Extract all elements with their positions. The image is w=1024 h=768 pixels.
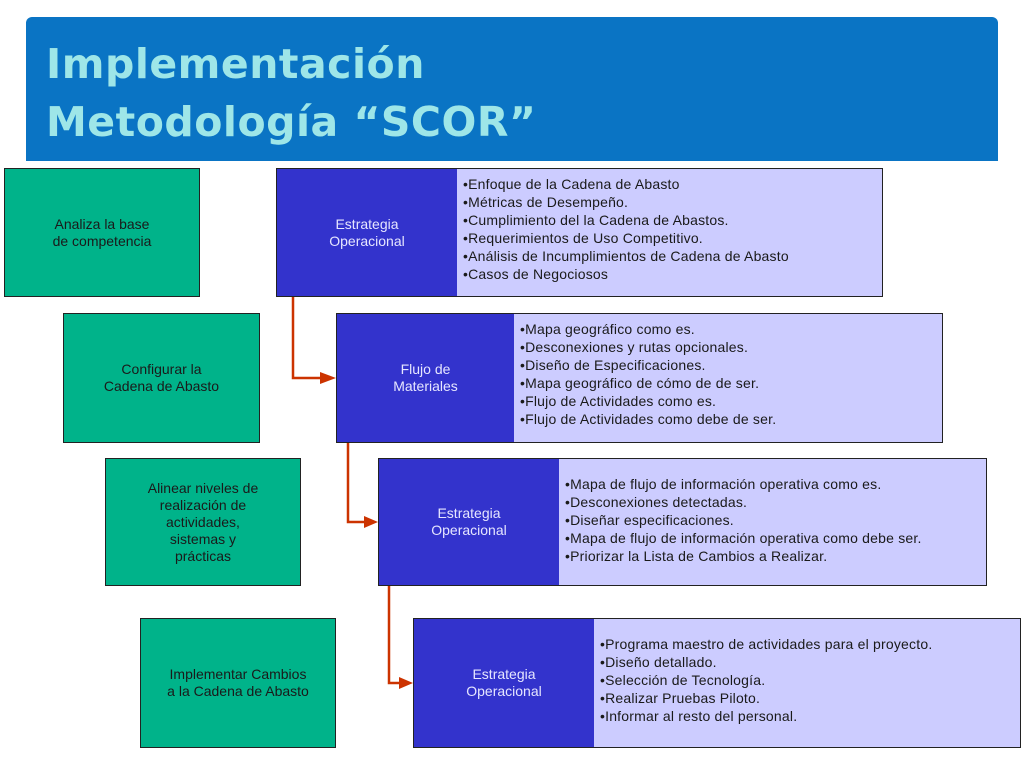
stage-box-1: Estrategia Operacional Enfoque de la Cad… [276,168,883,297]
stage-label-4: Estrategia Operacional [466,666,542,699]
action-text-3: Alinear niveles de realización de activi… [147,479,259,564]
bullet-item: Análisis de Incumplimientos de Cadena de… [463,247,789,265]
connector-1 [291,297,322,380]
bullet-item: Programa maestro de actividades para el … [600,635,932,653]
bullet-item: Realizar Pruebas Piloto. [600,689,932,707]
action-box-4: Implementar Cambios a la Cadena de Abast… [140,618,336,748]
stage-label-box-1: Estrategia Operacional [277,169,457,296]
bullet-item: Requerimientos de Uso Competitivo. [463,229,789,247]
stage-bullets-2: Mapa geográfico como es. Desconexiones y… [514,314,776,442]
bullet-item: Desconexiones y rutas opcionales. [520,338,776,356]
stage-label-1: Estrategia Operacional [329,215,405,249]
stage-bullets-4: Programa maestro de actividades para el … [594,619,932,747]
bullet-item: Mapa de flujo de información operativa c… [565,529,922,547]
stage-bullets-3: Mapa de flujo de información operativa c… [559,459,922,585]
action-box-1: Analiza la base de competencia [4,168,200,297]
bullet-item: Desconexiones detectadas. [565,493,922,511]
action-text-4: Implementar Cambios a la Cadena de Abast… [167,666,309,699]
stage-label-3: Estrategia Operacional [431,505,507,538]
bullet-item: Priorizar la Lista de Cambios a Realizar… [565,547,922,565]
title-bar [26,17,998,161]
action-box-3: Alinear niveles de realización de activi… [105,458,301,586]
bullet-item: Cumplimiento del la Cadena de Abastos. [463,211,789,229]
bullet-item: Mapa geográfico de cómo de de ser. [520,374,776,392]
bullet-item: Diseñar especificaciones. [565,511,922,529]
action-text-2: Configurar la Cadena de Abasto [103,361,220,394]
connector-3 [387,586,400,685]
stage-box-3: Estrategia Operacional Mapa de flujo de … [378,458,987,586]
slide-title-line-2: Metodología “SCOR” [46,98,537,146]
bullet-item: Diseño de Especificaciones. [520,356,776,374]
bullet-item: Selección de Tecnología. [600,671,932,689]
stage-box-4: Estrategia Operacional Programa maestro … [413,618,1021,748]
slide-title-line-1: Implementación [46,40,425,88]
arrowhead-3 [399,677,413,689]
connector-2 [346,443,366,524]
bullet-item: Métricas de Desempeño. [463,193,789,211]
stage-bullets-1: Enfoque de la Cadena de Abasto Métricas … [457,169,789,296]
bullet-item: Diseño detallado. [600,653,932,671]
stage-label-2: Flujo de Materiales [393,361,458,394]
action-box-2: Configurar la Cadena de Abasto [63,313,260,443]
stage-label-box-4: Estrategia Operacional [414,619,594,747]
arrowhead-1 [320,372,336,384]
bullet-item: Flujo de Actividades como es. [520,392,776,410]
stage-label-box-2: Flujo de Materiales [337,314,514,442]
bullet-item: Informar al resto del personal. [600,707,932,725]
bullet-item: Flujo de Actividades como debe de ser. [520,410,776,428]
bullet-item: Mapa geográfico como es. [520,320,776,338]
stage-box-2: Flujo de Materiales Mapa geográfico como… [336,313,943,443]
bullet-item: Casos de Negociosos [463,265,789,283]
arrowhead-2 [364,516,378,528]
stage-label-box-3: Estrategia Operacional [379,459,559,585]
bullet-item: Mapa de flujo de información operativa c… [565,475,922,493]
bullet-item: Enfoque de la Cadena de Abasto [463,175,789,193]
action-text-1: Analiza la base de competencia [52,215,152,249]
